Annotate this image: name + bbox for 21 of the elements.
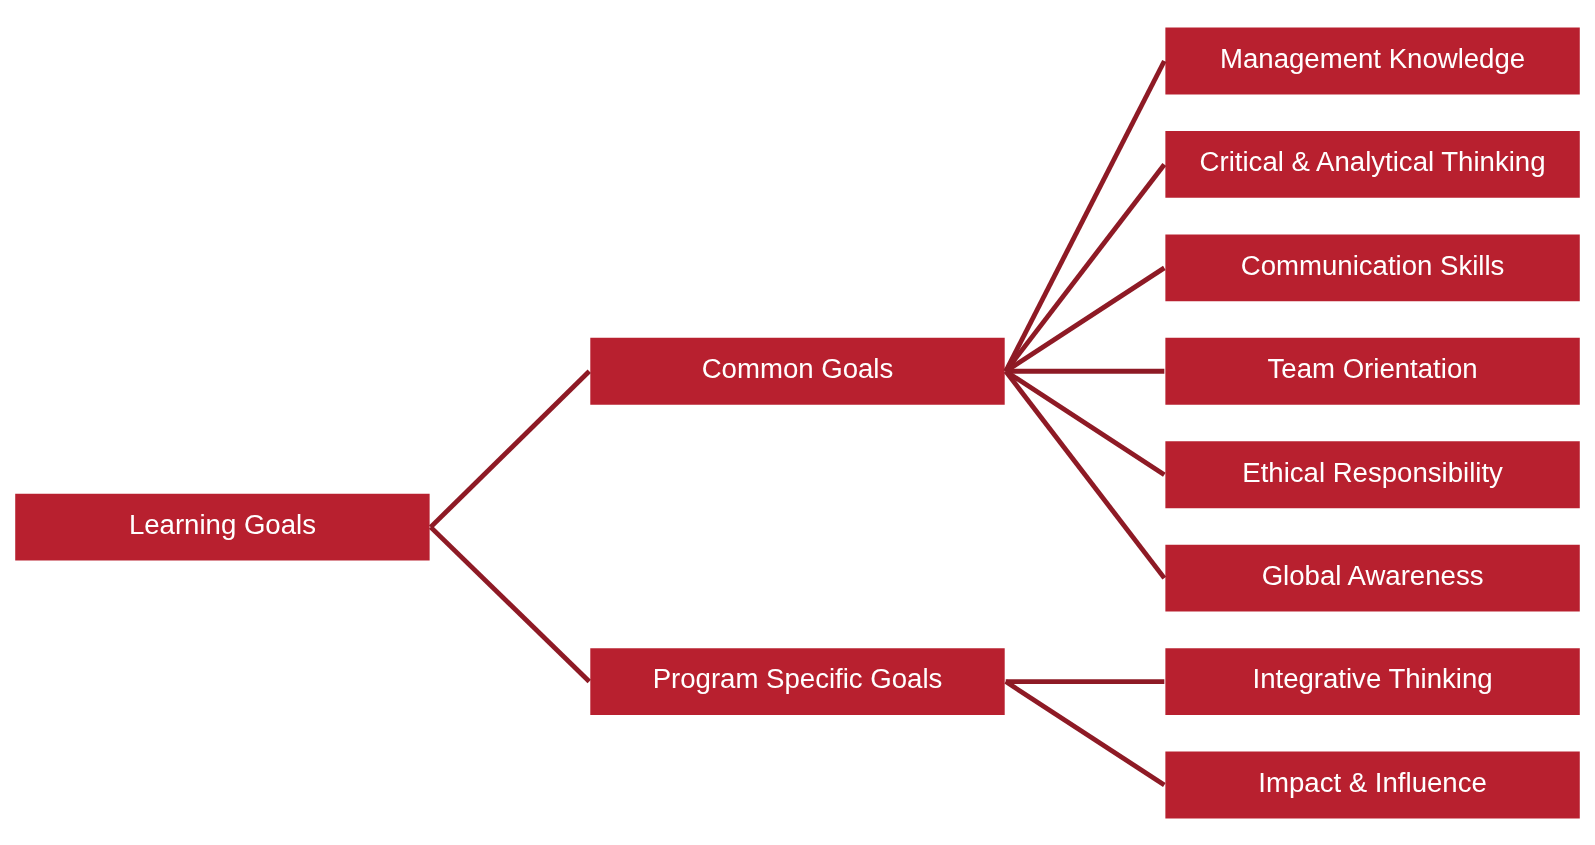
connector (1005, 368, 1165, 374)
node-box: Team Orientation (1163, 335, 1582, 407)
connector (428, 369, 591, 529)
node-box: Integrative Thinking (1163, 645, 1582, 717)
connector (1004, 368, 1166, 477)
connector (1003, 59, 1167, 372)
node-box: Ethical Responsibility (1163, 438, 1582, 510)
connector (1003, 162, 1167, 373)
node-box: Impact & Influence (1163, 749, 1582, 820)
connector (1004, 679, 1166, 787)
node-box: Program Specific Goals (588, 645, 1007, 717)
node-box: Global Awareness (1163, 542, 1582, 614)
node-box: Management Knowledge (1163, 25, 1582, 96)
connector (1003, 369, 1167, 580)
node-box: Common Goals (588, 335, 1007, 407)
connector (429, 524, 591, 683)
node-box: Learning Goals (13, 491, 432, 563)
node-box: Communication Skills (1163, 231, 1582, 303)
node-box: Critical & Analytical Thinking (1163, 128, 1582, 200)
connector (1004, 265, 1166, 373)
connector (1005, 678, 1165, 684)
